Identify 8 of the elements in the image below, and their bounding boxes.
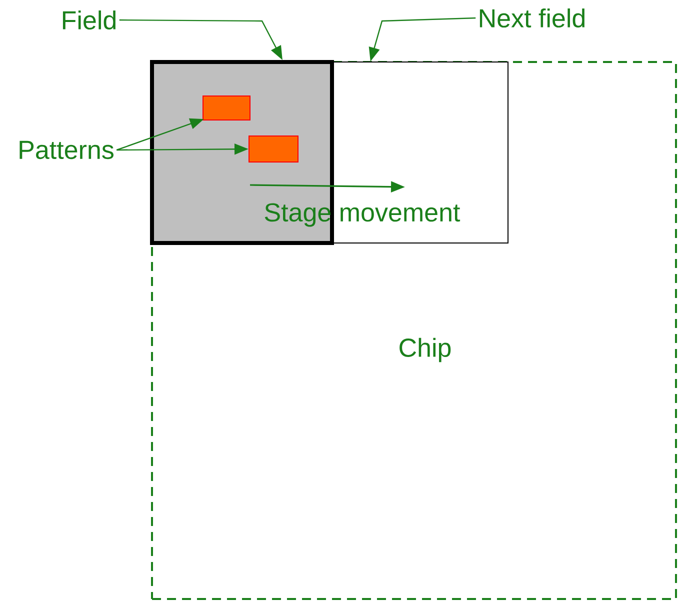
pattern-rectangle	[248, 136, 298, 162]
callout-label: Patterns	[20, 140, 114, 160]
field-box	[150, 60, 334, 245]
chip-label: Chip	[400, 338, 451, 362]
pattern-rectangle	[202, 96, 250, 120]
field-box	[332, 62, 508, 244]
callout-label: Field	[62, 10, 116, 30]
callout-label: Next field	[480, 8, 584, 28]
